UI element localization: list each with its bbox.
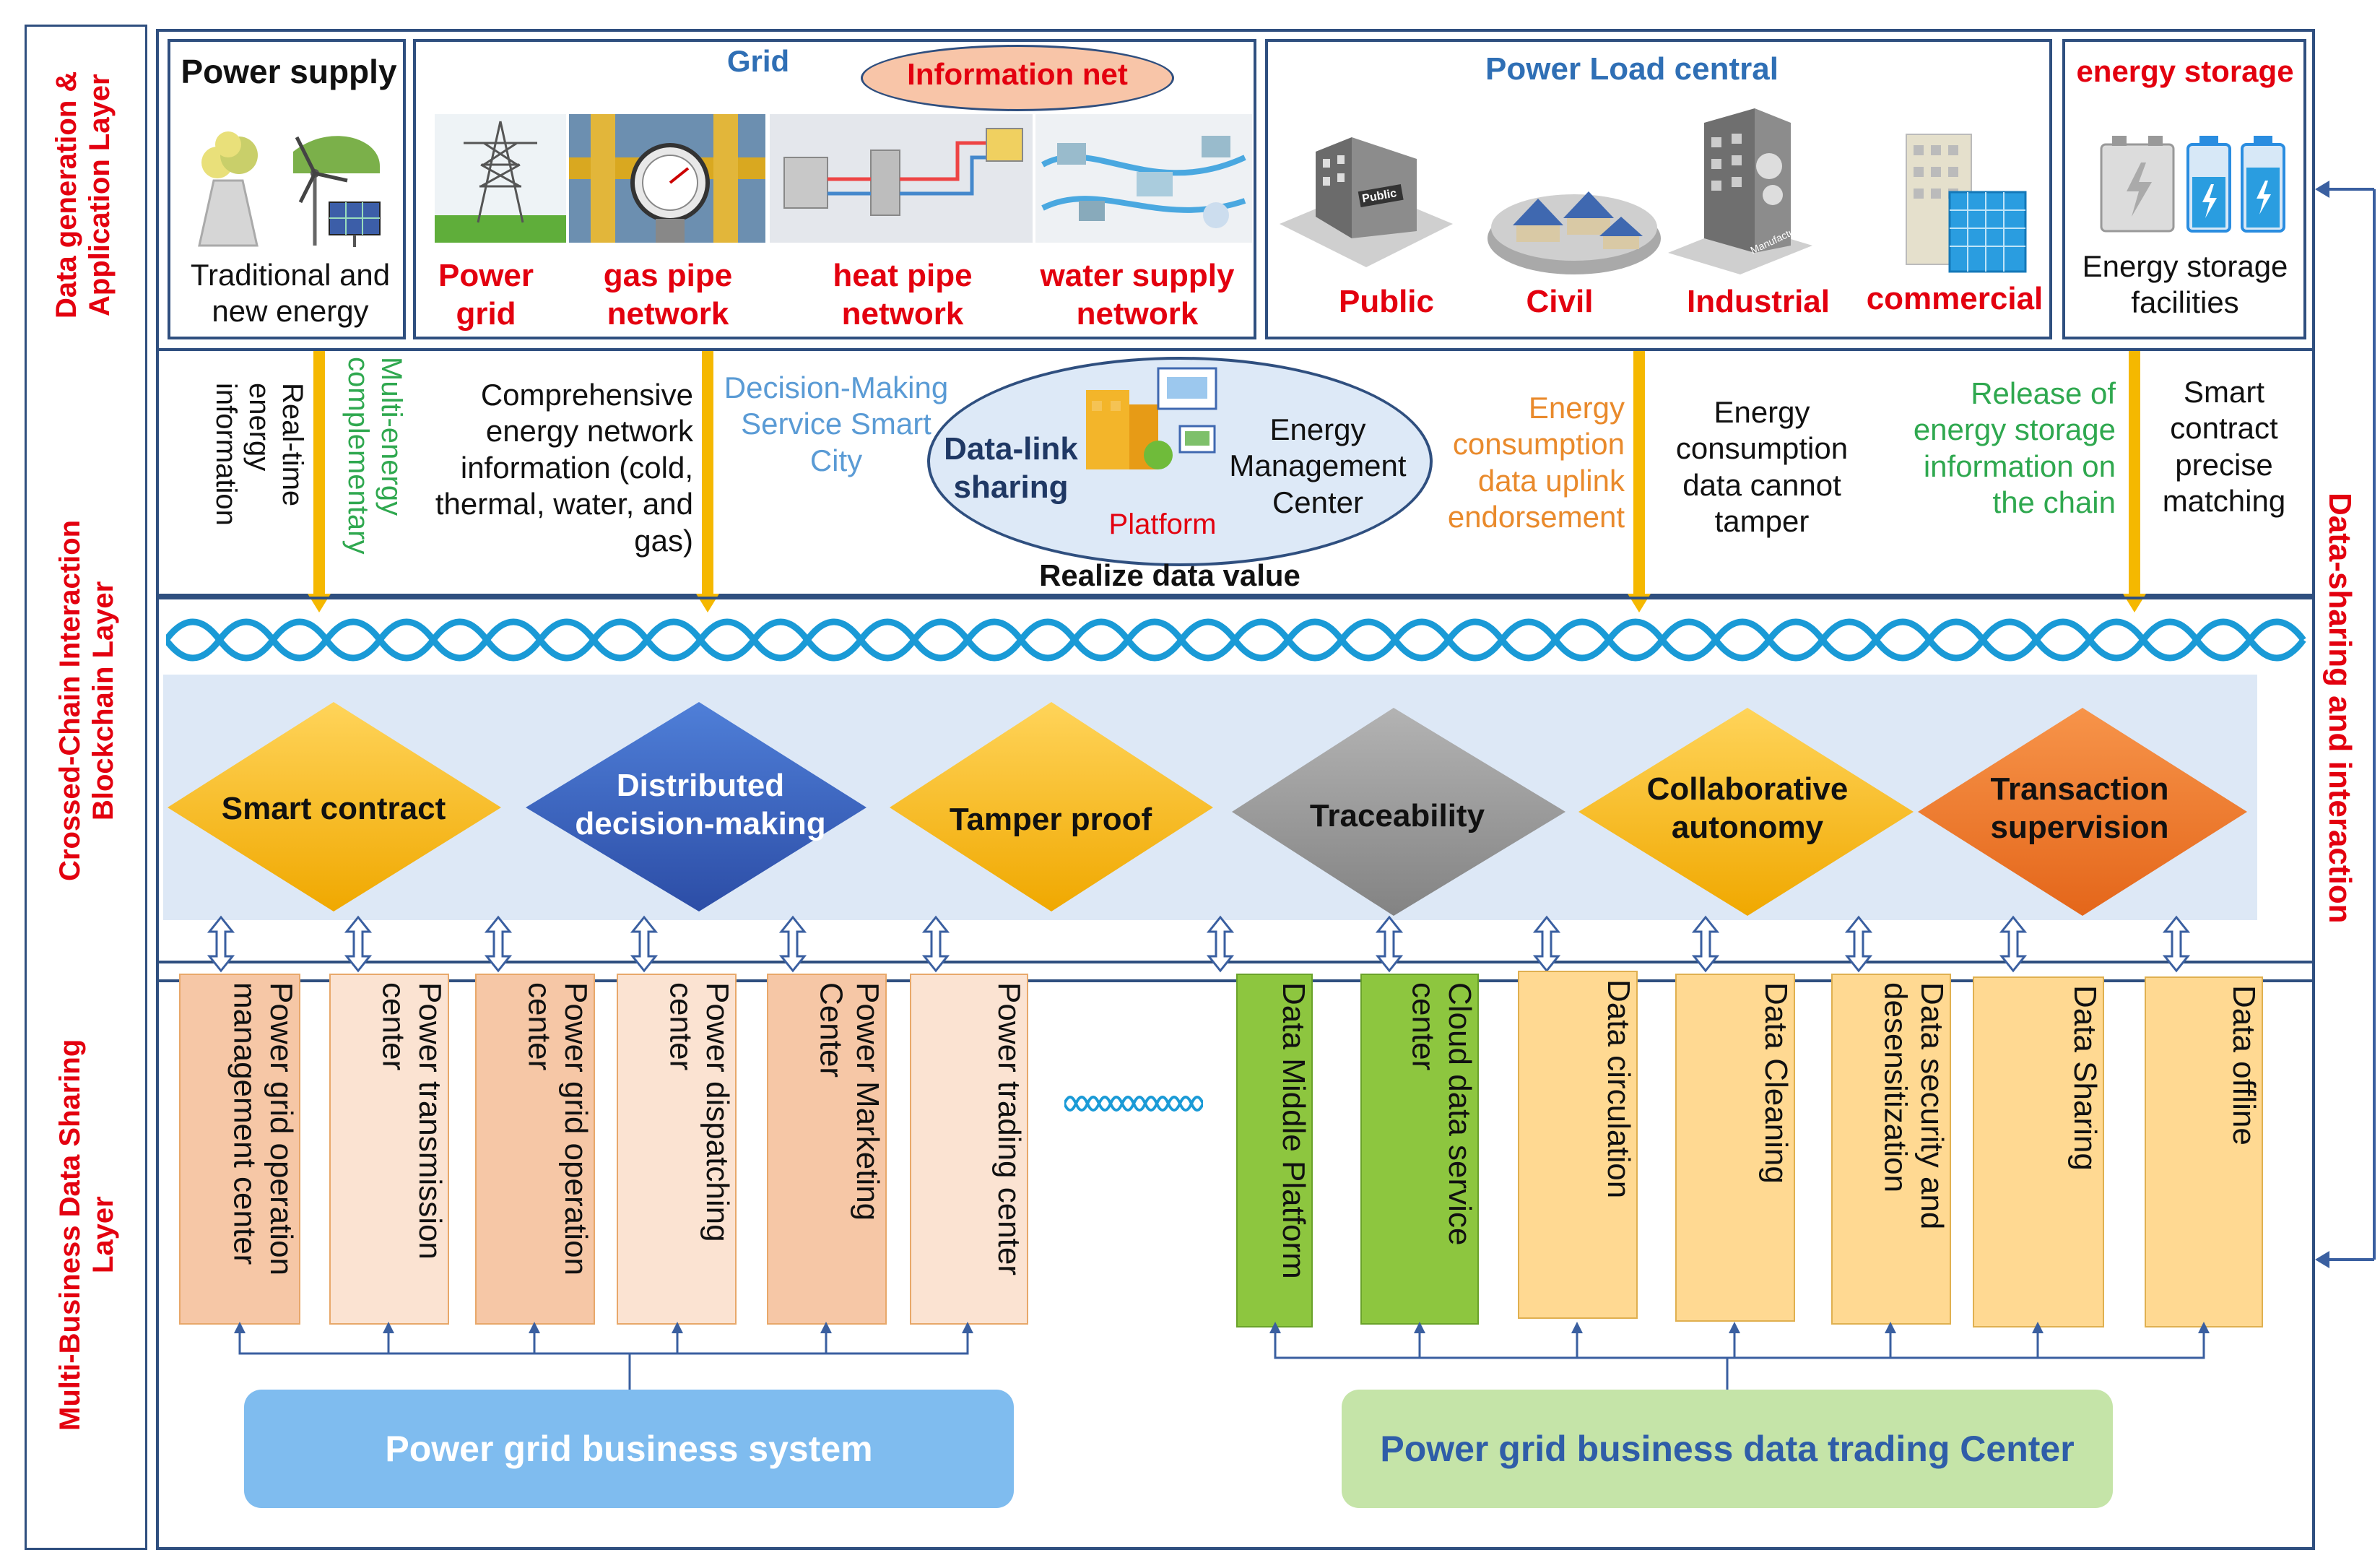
center-grid-operation: Power grid operation center — [475, 974, 595, 1325]
diamond-transaction — [1918, 708, 2247, 916]
info-row-box — [156, 348, 2315, 597]
center-transmission: Power transmission center — [329, 974, 449, 1325]
energy-management-center: Energy Management Center — [1229, 412, 1407, 519]
platform-icon — [1086, 367, 1217, 469]
information-net-ellipse — [861, 45, 1174, 111]
grid-item-water-supply: water supply network — [1040, 258, 1235, 332]
grid-item-heat-pipe: heat pipe network — [833, 258, 973, 332]
info-uplink-endorsement: Energy consumption data uplink endorseme… — [1447, 391, 1625, 534]
center-trading: Power trading center — [910, 974, 1028, 1325]
power-load-box — [1265, 39, 2052, 339]
energy-storage-box — [2062, 39, 2306, 339]
gas-pipe-icon — [569, 114, 765, 243]
blockchain-box — [156, 597, 2315, 963]
center-dispatching: Power dispatching center — [617, 974, 737, 1325]
energy-storage-caption: Energy storage facilities — [2082, 249, 2288, 320]
feature-collaborative: Collaborative autonomy — [1646, 771, 1849, 845]
feature-transaction: Transaction supervision — [1990, 771, 2169, 845]
center-grid-op-mgmt: Power grid operation management center — [179, 974, 300, 1325]
feature-distributed: Distributed decision-making — [575, 768, 826, 841]
information-net-label: Information net — [907, 57, 1128, 91]
power-grid-data-trading-center: Power grid business data trading Center — [1342, 1390, 2113, 1508]
center-data-security: Data security and desensitization — [1831, 974, 1951, 1325]
ellipsis-chain-icon — [1064, 1096, 1203, 1112]
feature-diamonds — [168, 702, 2247, 916]
commercial-building-icon — [1906, 134, 2027, 273]
feature-smart-contract: Smart contract — [221, 790, 446, 826]
info-realtime: Real-time energy information — [210, 383, 308, 526]
side-label-data-sharing: Data-sharing and interaction — [2322, 492, 2358, 924]
grid-box — [413, 39, 1256, 339]
battery-icons — [2100, 136, 2285, 233]
load-item-commercial: commercial — [1866, 281, 2044, 316]
info-release-storage: Release of energy storage information on… — [1913, 376, 2116, 520]
feature-traceability: Traceability — [1309, 797, 1485, 833]
heat-pipe-icon — [770, 114, 1033, 243]
info-comprehensive: Comprehensive energy network information… — [435, 378, 693, 558]
industrial-building-icon: Manufacture — [1668, 108, 1812, 274]
center-cloud-data-service: Cloud data service center — [1360, 974, 1479, 1325]
data-link-sharing: Data-link sharing — [944, 431, 1078, 505]
load-item-industrial: Industrial — [1686, 284, 1830, 319]
outer-left-frame — [25, 25, 147, 1550]
data-link-platform-ellipse — [927, 357, 1433, 566]
power-grid-business-system: Power grid business system — [244, 1390, 1014, 1508]
center-data-circulation: Data circulation — [1518, 971, 1638, 1319]
power-load-title: Power Load central — [1485, 51, 1779, 87]
center-data-cleaning: Data Cleaning — [1675, 974, 1795, 1322]
business-system-label: Power grid business system — [385, 1429, 873, 1469]
power-supply-caption: Traditional and new energy — [190, 258, 391, 329]
diamond-traceability — [1232, 708, 1565, 916]
diamond-collaborative — [1578, 708, 1914, 916]
info-multi-energy: Multi-energy complementary — [342, 357, 407, 555]
grid-title: Grid — [726, 44, 790, 78]
info-decision: Decision-Making Service Smart City — [724, 371, 949, 477]
feature-band — [163, 675, 2257, 920]
feature-tamper-proof: Tamper proof — [949, 801, 1152, 837]
power-grid-icon — [435, 114, 566, 243]
info-cannot-tamper: Energy consumption data cannot tamper — [1675, 395, 1849, 539]
center-marketing: Power Marketing Center — [767, 974, 887, 1325]
diamond-smart-contract — [168, 702, 501, 911]
info-smart-contract-matching: Smart contract precise matching — [2162, 375, 2286, 519]
public-building-icon: Public — [1280, 137, 1453, 267]
load-item-civil: Civil — [1526, 284, 1594, 319]
energy-storage-title: energy storage — [2076, 54, 2294, 88]
grid-item-gas-pipe: gas pipe network — [603, 258, 733, 332]
power-plant-icon — [198, 131, 381, 247]
diamond-distributed — [526, 702, 867, 911]
center-data-offline: Data offline — [2145, 976, 2263, 1327]
civil-houses-icon — [1488, 191, 1661, 274]
diamond-tamper-proof — [890, 702, 1213, 911]
load-item-public: Public — [1338, 284, 1435, 319]
water-supply-icon — [1035, 114, 1252, 243]
center-data-middle-platform: Data Middle Platform — [1236, 974, 1313, 1327]
grid-item-power-grid: Power grid — [438, 258, 534, 332]
sharing-box — [156, 979, 2315, 1550]
trading-center-label: Power grid business data trading Center — [1380, 1429, 2075, 1469]
power-supply-box — [168, 39, 406, 339]
bidirectional-arrows — [207, 915, 2191, 973]
platform-label: Platform — [1108, 508, 1217, 540]
chain-helix — [166, 618, 2306, 662]
realize-data-value: Realize data value — [1039, 558, 1300, 592]
center-data-sharing: Data Sharing — [1973, 976, 2104, 1327]
power-supply-title: Power supply — [181, 53, 397, 90]
